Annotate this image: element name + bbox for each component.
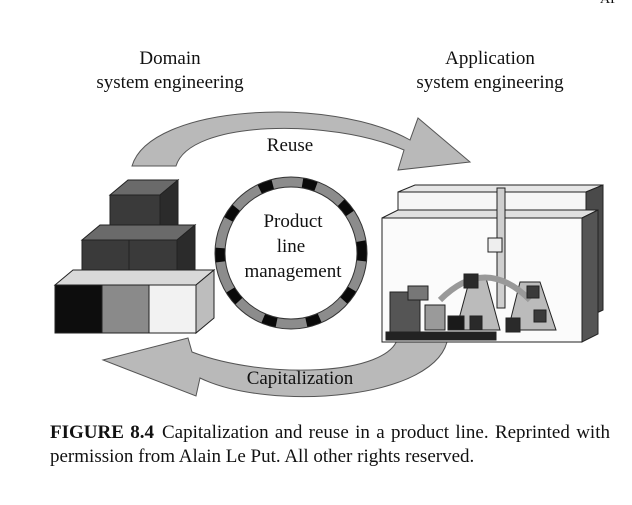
- reuse-label: Reuse: [267, 135, 313, 156]
- ring-label-line2: line: [277, 236, 306, 257]
- cube-stack: [53, 178, 216, 335]
- reuse-arrow: [131, 111, 472, 171]
- caption-text: Capitalization and reuse in a product li…: [50, 422, 610, 467]
- capitalization-label: Capitalization: [247, 368, 354, 389]
- product-line-diagram: Reuse Capitalization Product line manage…: [53, 111, 604, 398]
- domain-heading-line1: Domain: [139, 48, 201, 69]
- domain-heading-line2: system engineering: [96, 72, 244, 93]
- product-line-ring: [214, 176, 368, 330]
- page-corner-text: AP: [600, 0, 618, 8]
- capitalization-arrow: [101, 336, 449, 398]
- application-heading: Application system engineering: [370, 47, 610, 95]
- application-plant: [381, 184, 604, 343]
- domain-heading: Domain system engineering: [50, 47, 290, 95]
- ring-label-line3: management: [244, 261, 342, 282]
- figure-label: FIGURE 8.4: [50, 422, 154, 443]
- application-heading-line2: system engineering: [416, 72, 564, 93]
- application-heading-line1: Application: [445, 48, 535, 69]
- ring-label-line1: Product: [263, 211, 323, 232]
